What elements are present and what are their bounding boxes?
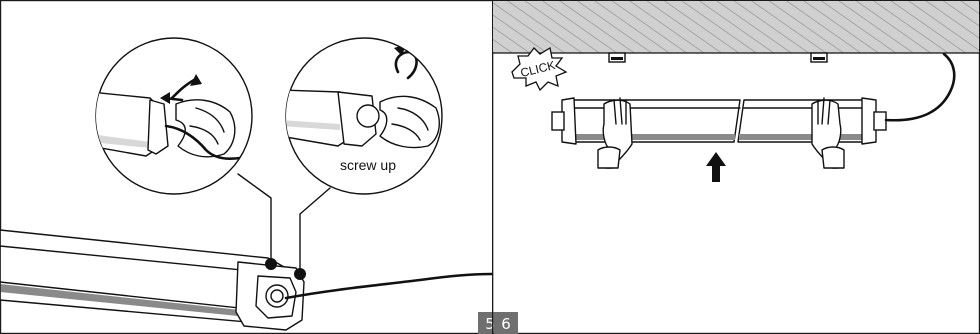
step-6-badge: 6 [494, 312, 518, 334]
leader-line-1 [238, 174, 271, 264]
mounting-clip-right [811, 53, 827, 62]
detail-circle-unscrew [90, 38, 252, 194]
power-cable-step-6 [886, 54, 954, 120]
panel-step-5: screw up 5 [0, 1, 502, 334]
ceiling [493, 1, 979, 53]
step-5-callout: screw up [340, 157, 396, 173]
mounting-clip-left [609, 53, 625, 62]
leader-line-2 [300, 188, 330, 274]
click-burst: CLICK [512, 48, 566, 90]
end-cap [236, 258, 306, 330]
push-up-arrow [706, 152, 726, 182]
step-6-number: 6 [501, 315, 511, 333]
panel-step-6: CLICK [493, 1, 980, 334]
step-5-number: 5 [485, 315, 495, 333]
detail-circle-screw-up: screw up [280, 38, 442, 194]
power-cable [286, 274, 492, 298]
